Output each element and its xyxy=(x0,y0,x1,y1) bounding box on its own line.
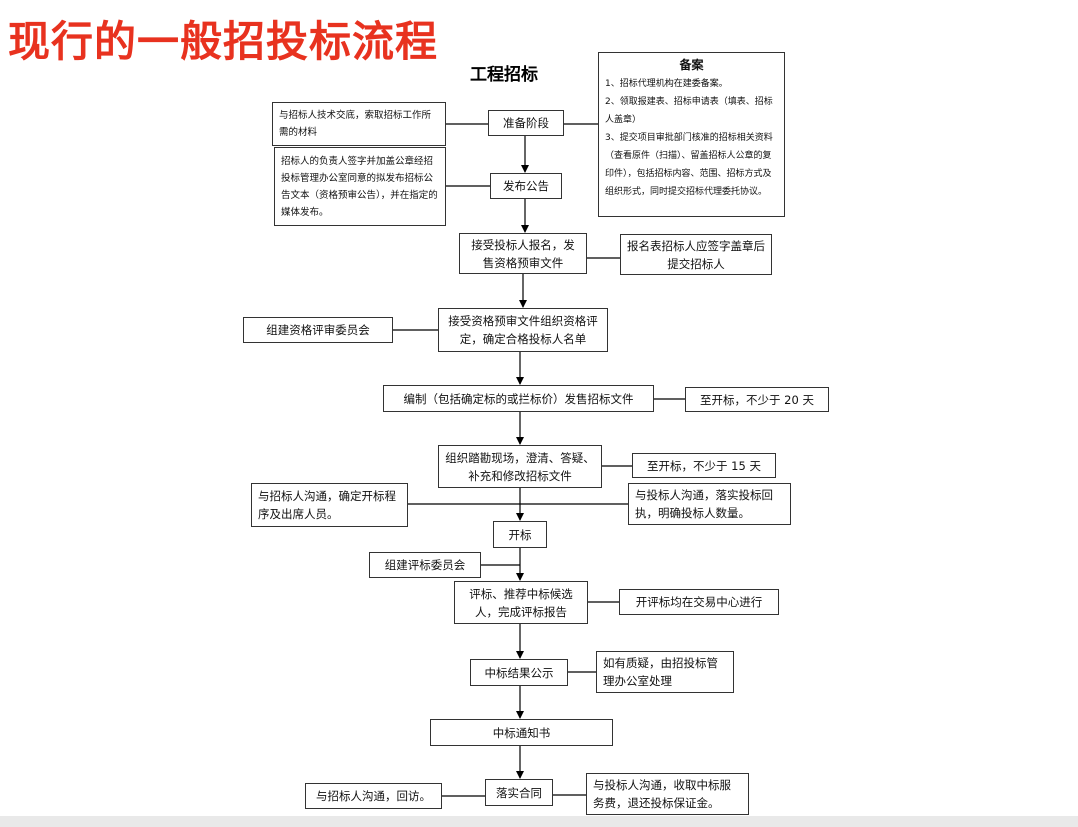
side-contract-right: 与投标人沟通，收取中标服务费，退还投标保证金。 xyxy=(586,773,749,815)
side-evaluate-left: 组建评标委员会 xyxy=(369,552,481,578)
bottom-strip xyxy=(0,816,1078,827)
side-contract-left: 与招标人沟通，回访。 xyxy=(305,783,442,809)
filing-note-line-1: 1、招标代理机构在建委备案。 xyxy=(605,79,728,89)
side-site-right: 至开标，不少于 15 天 xyxy=(632,453,776,478)
side-prequal-left: 组建资格评审委员会 xyxy=(243,317,393,343)
filing-note-heading: 备案 xyxy=(679,58,704,72)
step-compile: 编制（包括确定标的或拦标价）发售招标文件 xyxy=(383,385,654,412)
step-evaluate: 评标、推荐中标候选人，完成评标报告 xyxy=(454,581,588,624)
step-contract: 落实合同 xyxy=(485,779,553,806)
step-prepare: 准备阶段 xyxy=(488,110,564,136)
step-open: 开标 xyxy=(493,521,547,548)
step-prequal: 接受资格预审文件组织资格评定，确定合格投标人名单 xyxy=(438,308,608,352)
step-publish: 发布公告 xyxy=(490,173,562,199)
side-prepare-left: 与招标人技术交底，索取招标工作所需的材料 xyxy=(272,102,446,146)
side-compile-right: 至开标，不少于 20 天 xyxy=(685,387,829,412)
step-register: 接受投标人报名，发售资格预审文件 xyxy=(459,233,587,274)
step-site: 组织踏勘现场，澄清、答疑、补充和修改招标文件 xyxy=(438,445,602,488)
side-evaluate-right: 开评标均在交易中心进行 xyxy=(619,589,779,615)
flowchart-subtitle: 工程招标 xyxy=(470,65,538,85)
step-publicize: 中标结果公示 xyxy=(470,659,568,686)
side-publicize-right: 如有质疑，由招投标管理办公室处理 xyxy=(596,651,734,693)
side-open-right: 与投标人沟通，落实投标回执，明确投标人数量。 xyxy=(628,483,791,525)
side-open-left: 与招标人沟通，确定开标程序及出席人员。 xyxy=(251,483,408,527)
filing-note-line-3: 3、提交项目审批部门核准的招标相关资料（查看原件（扫描）、留盖招标人公章的复印件… xyxy=(605,133,773,197)
side-publish-left: 招标人的负责人签字并加盖公章经招投标管理办公室同意的拟发布招标公告文本（资格预审… xyxy=(274,147,446,226)
page-title: 现行的一般招投标流程 xyxy=(8,17,439,66)
step-notice: 中标通知书 xyxy=(430,719,613,746)
filing-note-line-2: 2、领取报建表、招标申请表（填表、招标人盖章） xyxy=(605,97,773,125)
side-register-right: 报名表招标人应签字盖章后提交招标人 xyxy=(620,234,772,275)
filing-note-box: 备案 1、招标代理机构在建委备案。 2、领取报建表、招标申请表（填表、招标人盖章… xyxy=(598,52,785,217)
